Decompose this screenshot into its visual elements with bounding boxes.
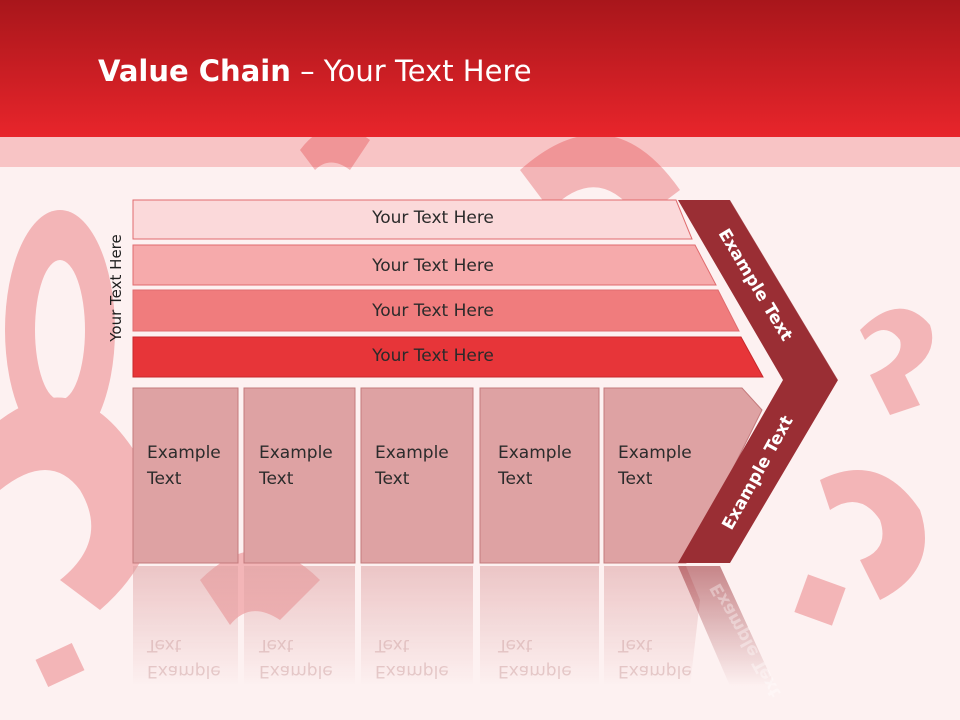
band-2-label: Your Text Here [372,256,494,276]
box-4-reflection: Example Text [498,632,572,684]
box-2-line1: Example [259,443,333,463]
box-5-line1: Example [618,443,692,463]
box-5-line2: Text [618,469,653,489]
box-2-reflection-line1: Example [259,661,333,681]
box-5-reflection-line1: Example [618,661,692,681]
box-1-reflection-line2: Text [147,635,182,655]
box-2-reflection-line2: Text [259,635,294,655]
box-3-line2: Text [375,469,410,489]
box-4 [479,387,600,564]
box-reflections [133,566,775,686]
box-2-reflection: Example Text [259,632,333,684]
box-3 [360,387,474,564]
box-3-reflection-line1: Example [375,661,449,681]
box-3-reflection-line2: Text [375,635,410,655]
band-1-label: Your Text Here [372,208,494,228]
header-band [0,0,960,137]
page-title: Value Chain – Your Text Here [98,54,532,88]
band-4 [132,336,764,378]
page-title-bold: Value Chain [98,54,291,88]
box-1-line1: Example [147,443,221,463]
box-1-reflection: Example Text [147,632,221,684]
band-1 [132,199,693,240]
box-4-reflection-line1: Example [498,661,572,681]
box-2 [243,387,356,564]
band-3 [132,289,740,332]
chevron-arrow [678,200,838,563]
box-4-line2: Text [498,469,533,489]
box-2-line2: Text [259,469,294,489]
box-4-line1: Example [498,443,572,463]
band-2 [132,244,717,286]
box-1 [132,387,239,564]
box-5-reflection-line2: Text [618,635,653,655]
header-strip [0,137,960,167]
box-4-reflection-line2: Text [498,635,533,655]
band-3-label: Your Text Here [372,301,494,321]
box-1-reflection-line1: Example [147,661,221,681]
box-1-line2: Text [147,469,182,489]
box-5-reflection: Example Text [618,632,692,684]
band-4-label: Your Text Here [372,346,494,366]
side-label: Your Text Here [107,234,125,342]
page-title-rest: – Your Text Here [290,54,532,88]
box-3-line1: Example [375,443,449,463]
box-3-reflection: Example Text [375,632,449,684]
